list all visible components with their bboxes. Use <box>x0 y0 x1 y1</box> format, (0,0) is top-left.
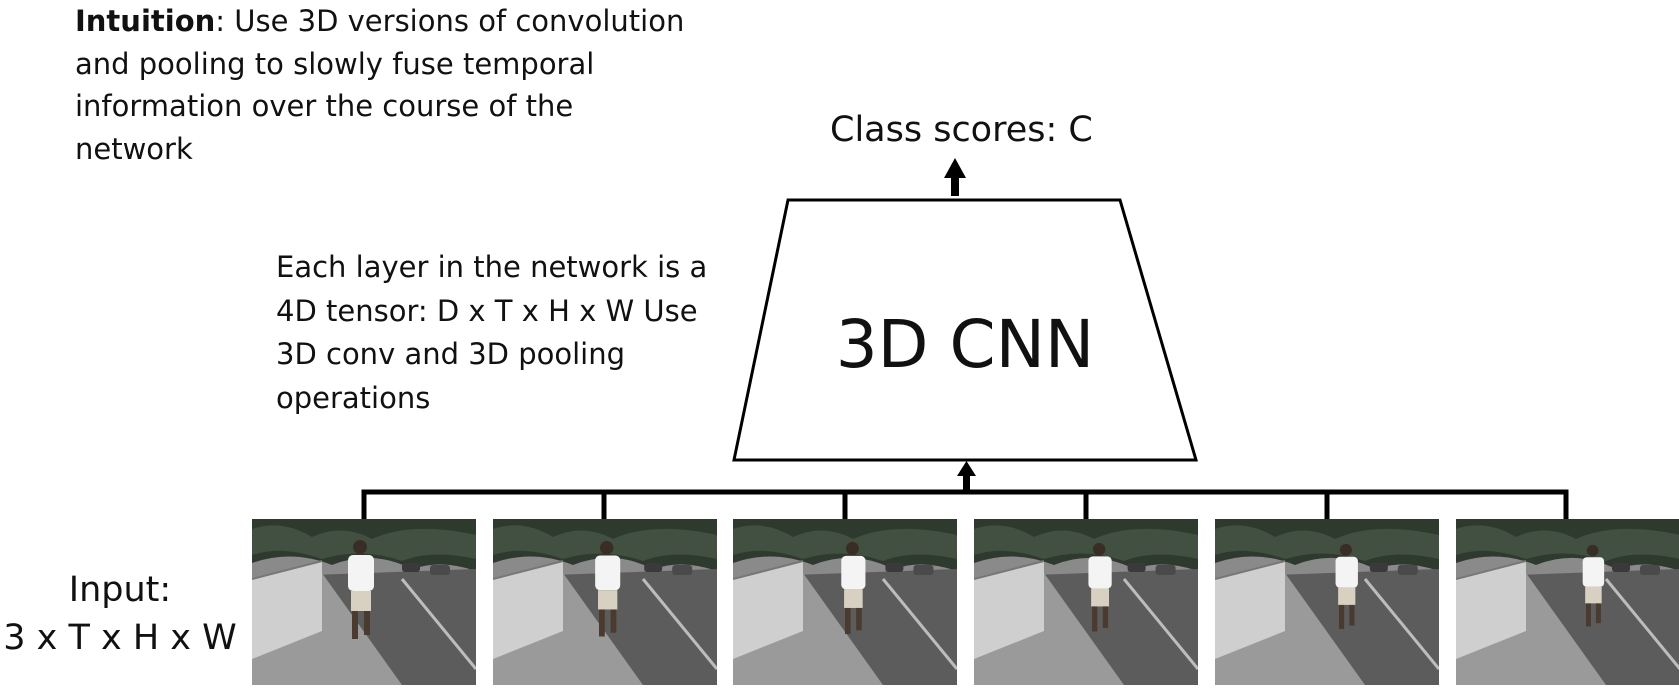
input-label: Input: 3 x T x H x W <box>0 566 240 662</box>
intuition-label: Intuition <box>75 4 216 38</box>
input-label-line1: Input: <box>68 570 172 610</box>
frame-image <box>493 519 717 685</box>
intuition-body: : Use 3D versions of convolution and poo… <box>75 4 685 166</box>
frame-image <box>1456 519 1679 685</box>
video-frame <box>493 519 717 685</box>
video-frame <box>1456 519 1679 685</box>
frame-image <box>974 519 1198 685</box>
class-scores-label: Class scores: C <box>830 110 1093 150</box>
video-frame <box>733 519 957 685</box>
intuition-text: Intuition: Use 3D versions of convolutio… <box>75 0 695 170</box>
frame-image <box>733 519 957 685</box>
layer-description: Each layer in the network is a 4D tensor… <box>276 250 708 415</box>
output-arrow <box>944 158 966 196</box>
video-frame <box>1215 519 1439 685</box>
frame-image <box>252 519 476 685</box>
cnn-label: 3D CNN <box>835 306 1095 383</box>
video-frame <box>974 519 1198 685</box>
cnn-trapezoid <box>732 198 1199 462</box>
input-label-line2: 3 x T x H x W <box>3 618 237 658</box>
frame-image <box>1215 519 1439 685</box>
video-frame <box>252 519 476 685</box>
input-arrow <box>957 461 976 492</box>
frame-connector <box>361 489 1569 521</box>
